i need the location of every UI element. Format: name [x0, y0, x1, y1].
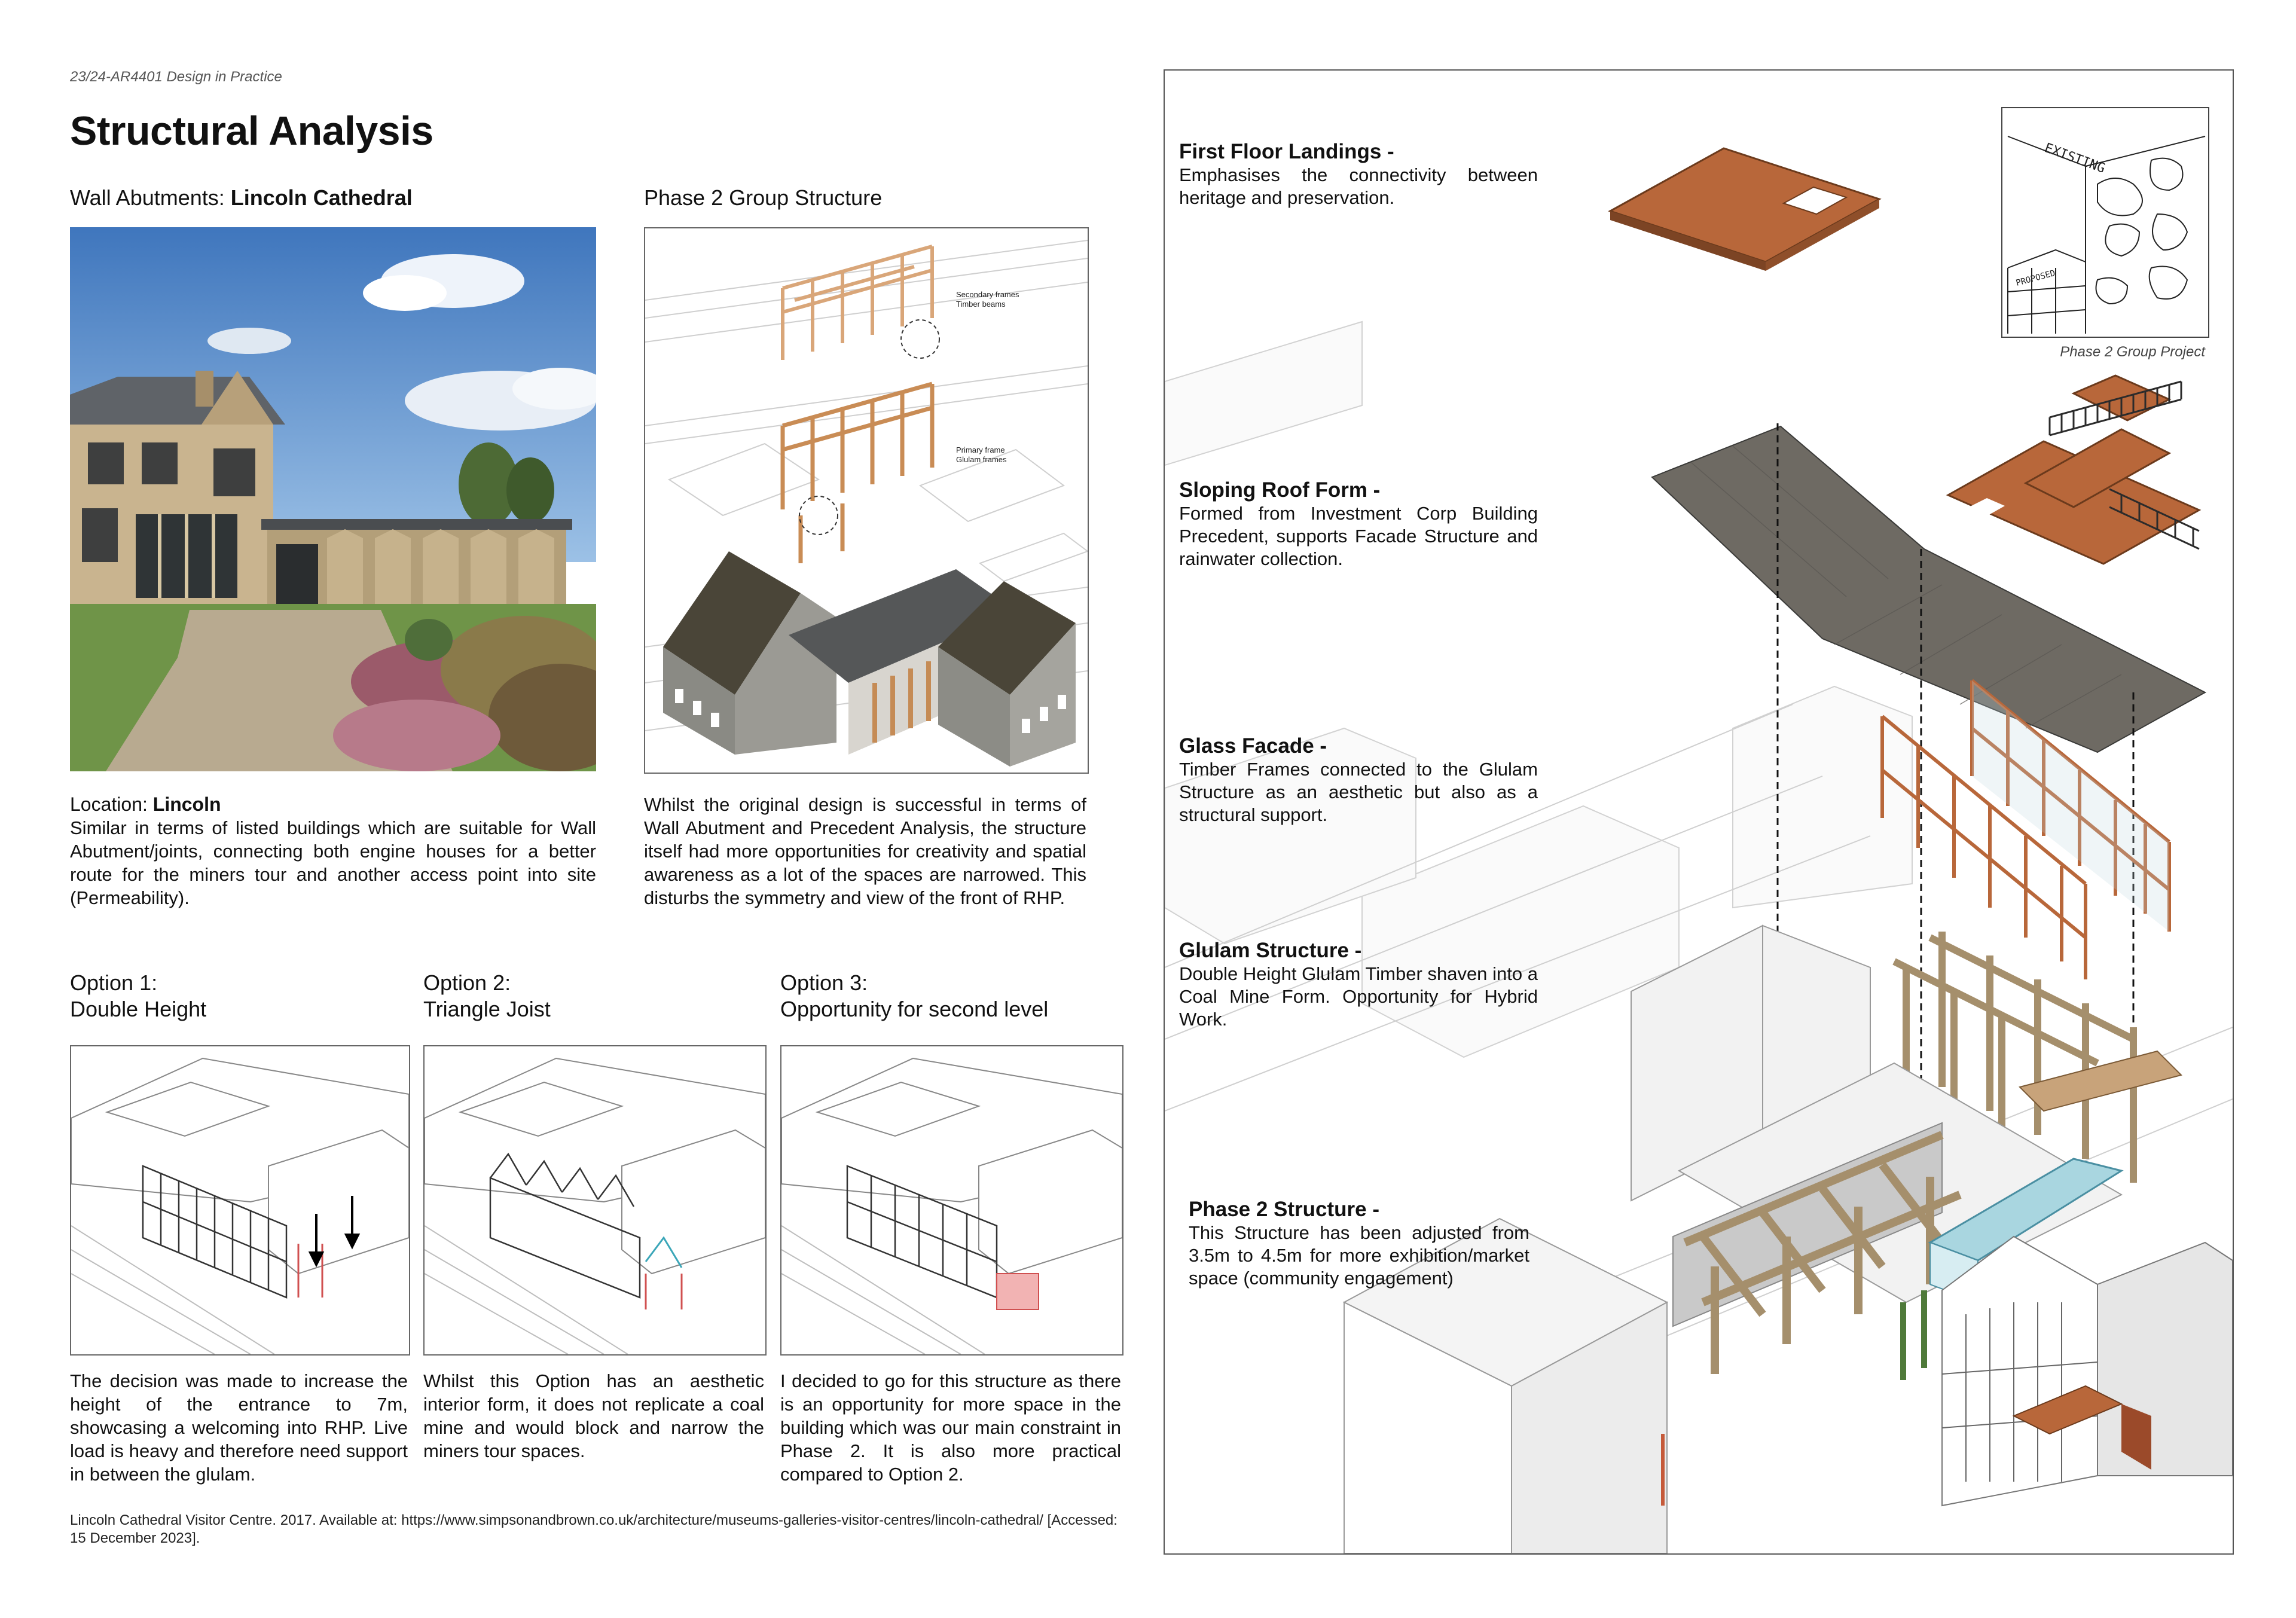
annotation-secondary-2: Timber beams [956, 300, 1006, 309]
option-1-diagram [70, 1045, 410, 1356]
annotation-primary-2: Glulam frames [956, 455, 1007, 464]
option-2-diagram [423, 1045, 767, 1356]
option-1-number: Option 1: [70, 970, 158, 995]
option-2-label: Option 2: Triangle Joist [423, 970, 551, 1022]
layer-description: Double Height Glulam Timber shaven into … [1179, 963, 1538, 1030]
layer-glulam-structure: Glulam Structure - Double Height Glulam … [1179, 939, 1538, 1031]
layer-title: Phase 2 Structure - [1189, 1198, 1379, 1221]
wall-abutments-name: Lincoln Cathedral [230, 185, 413, 210]
option-3-diagram [780, 1045, 1123, 1356]
option-2-description: Whilst this Option has an aesthetic inte… [423, 1370, 764, 1461]
layer-title: First Floor Landings - [1179, 140, 1394, 163]
location-name: Lincoln [152, 793, 221, 815]
layer-description: This Structure has been adjusted from 3.… [1189, 1222, 1529, 1289]
location-block: Location: Lincoln Similar in terms of li… [70, 793, 596, 909]
option-3-name: Opportunity for second level [780, 997, 1049, 1021]
layer-first-floor-landings: First Floor Landings - Emphasises the co… [1179, 140, 1538, 209]
option-1-label: Option 1: Double Height [70, 970, 206, 1022]
annotation-primary-1: Primary frame [956, 445, 1005, 454]
layer-title: Sloping Roof Form - [1179, 478, 1381, 502]
option-1-name: Double Height [70, 997, 207, 1021]
location-prefix: Location: [70, 793, 153, 815]
phase2-description: Whilst the original design is successful… [644, 794, 1086, 908]
location-line: Location: Lincoln [70, 793, 596, 816]
layer-phase2-structure: Phase 2 Structure - This Structure has b… [1189, 1198, 1529, 1290]
layer-sloping-roof-form: Sloping Roof Form - Formed from Investme… [1179, 478, 1538, 570]
location-description: Similar in terms of listed buildings whi… [70, 817, 596, 908]
wall-abutments-prefix: Wall Abutments: [70, 185, 231, 210]
exploded-axonometric-panel: EXISTING PROPOSED Phase 2 Group Project [1164, 69, 2234, 1555]
sketch-caption: Phase 2 Group Project [2060, 344, 2206, 360]
layer-title: Glass Facade - [1179, 734, 1327, 758]
page-title: Structural Analysis [70, 108, 433, 154]
precedent-photo [70, 227, 596, 771]
layer-description: Emphasises the connectivity between heri… [1179, 164, 1538, 208]
option-3-number: Option 3: [780, 970, 868, 995]
option-3-label: Option 3: Opportunity for second level [780, 970, 1048, 1022]
annotation-secondary-1: Secondary frames [956, 290, 1019, 299]
layer-title: Glulam Structure - [1179, 939, 1362, 962]
option-2-number: Option 2: [423, 970, 511, 995]
option-3-description: I decided to go for this structure as th… [780, 1370, 1121, 1485]
option-1-description: The decision was made to increase the he… [70, 1370, 408, 1485]
course-code: 23/24-AR4401 Design in Practice [70, 69, 282, 85]
phase2-heading: Phase 2 Group Structure [644, 185, 883, 210]
layer-glass-facade: Glass Facade - Timber Frames connected t… [1179, 734, 1538, 826]
reference-citation: Lincoln Cathedral Visitor Centre. 2017. … [70, 1512, 1118, 1546]
phase2-exploded-diagram: Secondary frames Timber beams Primary fr… [644, 227, 1089, 774]
layer-description: Formed from Investment Corp Building Pre… [1179, 503, 1538, 569]
layer-description: Timber Frames connected to the Glulam St… [1179, 759, 1538, 825]
wall-abutments-heading: Wall Abutments: Lincoln Cathedral [70, 185, 413, 210]
option-2-name: Triangle Joist [423, 997, 551, 1021]
